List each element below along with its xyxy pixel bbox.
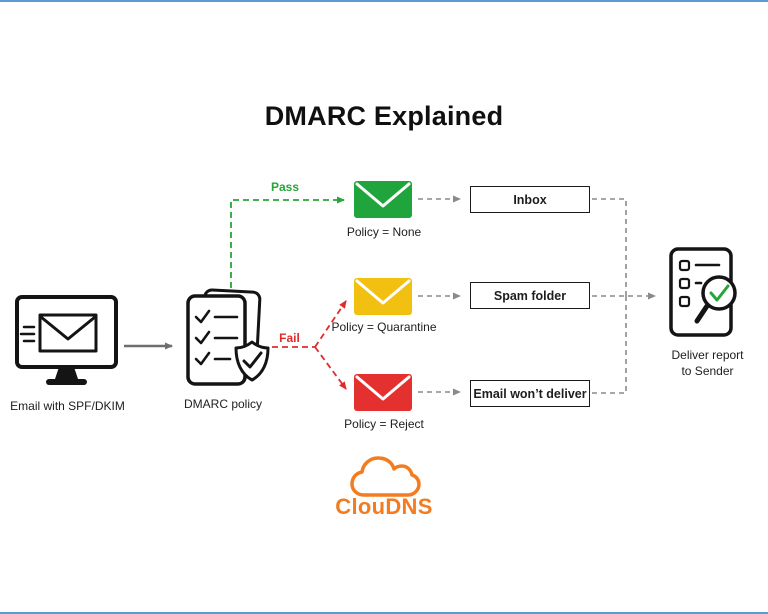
- spam-folder-box-label: Spam folder: [493, 288, 567, 303]
- check-2: [194, 330, 211, 345]
- policy-reject-label: Policy = Reject: [344, 417, 424, 431]
- magnifier-check: [709, 284, 730, 302]
- magnifier-handle: [694, 303, 710, 324]
- connectors: [124, 195, 656, 396]
- fail-branch-reject: [314, 346, 347, 390]
- cloudns-logo-text: ClouDNS: [335, 494, 433, 519]
- monitor-stand: [55, 367, 78, 379]
- check-1: [194, 309, 211, 324]
- dmarc-policy-label: DMARC policy: [183, 397, 262, 411]
- envelope-reject-body: [354, 374, 412, 411]
- check-3: [194, 351, 211, 366]
- monitor-screen: [15, 295, 118, 369]
- bottom-border-line: [0, 612, 768, 614]
- inbox-box: Inbox: [470, 186, 590, 213]
- envelope-reject-icon: [354, 374, 412, 411]
- monitor-base: [46, 379, 87, 385]
- report-icon: [669, 247, 737, 337]
- envelope-none-body: [354, 181, 412, 218]
- email-wont-deliver-box-label: Email won’t deliver: [473, 386, 587, 401]
- cloudns-cloud-icon: [350, 456, 421, 497]
- line-nodeliver-to-report: [592, 296, 627, 394]
- line-inbox-to-report: [592, 198, 627, 296]
- inbox-box-label: Inbox: [513, 192, 547, 207]
- envelope-outline: [38, 313, 98, 353]
- cloud-outline: [350, 456, 421, 497]
- dmarc-policy-icon: [186, 288, 270, 386]
- policy-none-label: Policy = None: [346, 225, 422, 239]
- email-wont-deliver-box: Email won’t deliver: [470, 380, 590, 407]
- envelope-none-flap: [355, 182, 411, 208]
- top-border-line: [0, 0, 768, 2]
- diagram-title: DMARC Explained: [264, 101, 504, 131]
- envelope-flap: [39, 315, 97, 341]
- email-monitor-icon: [15, 295, 118, 385]
- fail-label: Fail: [279, 331, 300, 345]
- report-checkbox-1: [678, 259, 691, 272]
- envelope-quarantine-flap: [355, 279, 411, 305]
- shield: [234, 340, 270, 382]
- envelope-reject-flap: [355, 375, 411, 401]
- policy-quarantine-label: Policy = Quarantine: [331, 320, 437, 334]
- envelope-quarantine-icon: [354, 278, 412, 315]
- deliver-report-label: Deliver report to Sender: [671, 348, 744, 378]
- envelope-none-icon: [354, 181, 412, 218]
- envelope-quarantine-body: [354, 278, 412, 315]
- shield-check: [242, 351, 263, 369]
- pass-path: [230, 196, 345, 288]
- spam-folder-box: Spam folder: [470, 282, 590, 309]
- pass-label: Pass: [270, 180, 300, 194]
- report-checkbox-3: [678, 295, 691, 308]
- email-source-label: Email with SPF/DKIM: [10, 399, 125, 413]
- report-checkbox-2: [678, 277, 691, 290]
